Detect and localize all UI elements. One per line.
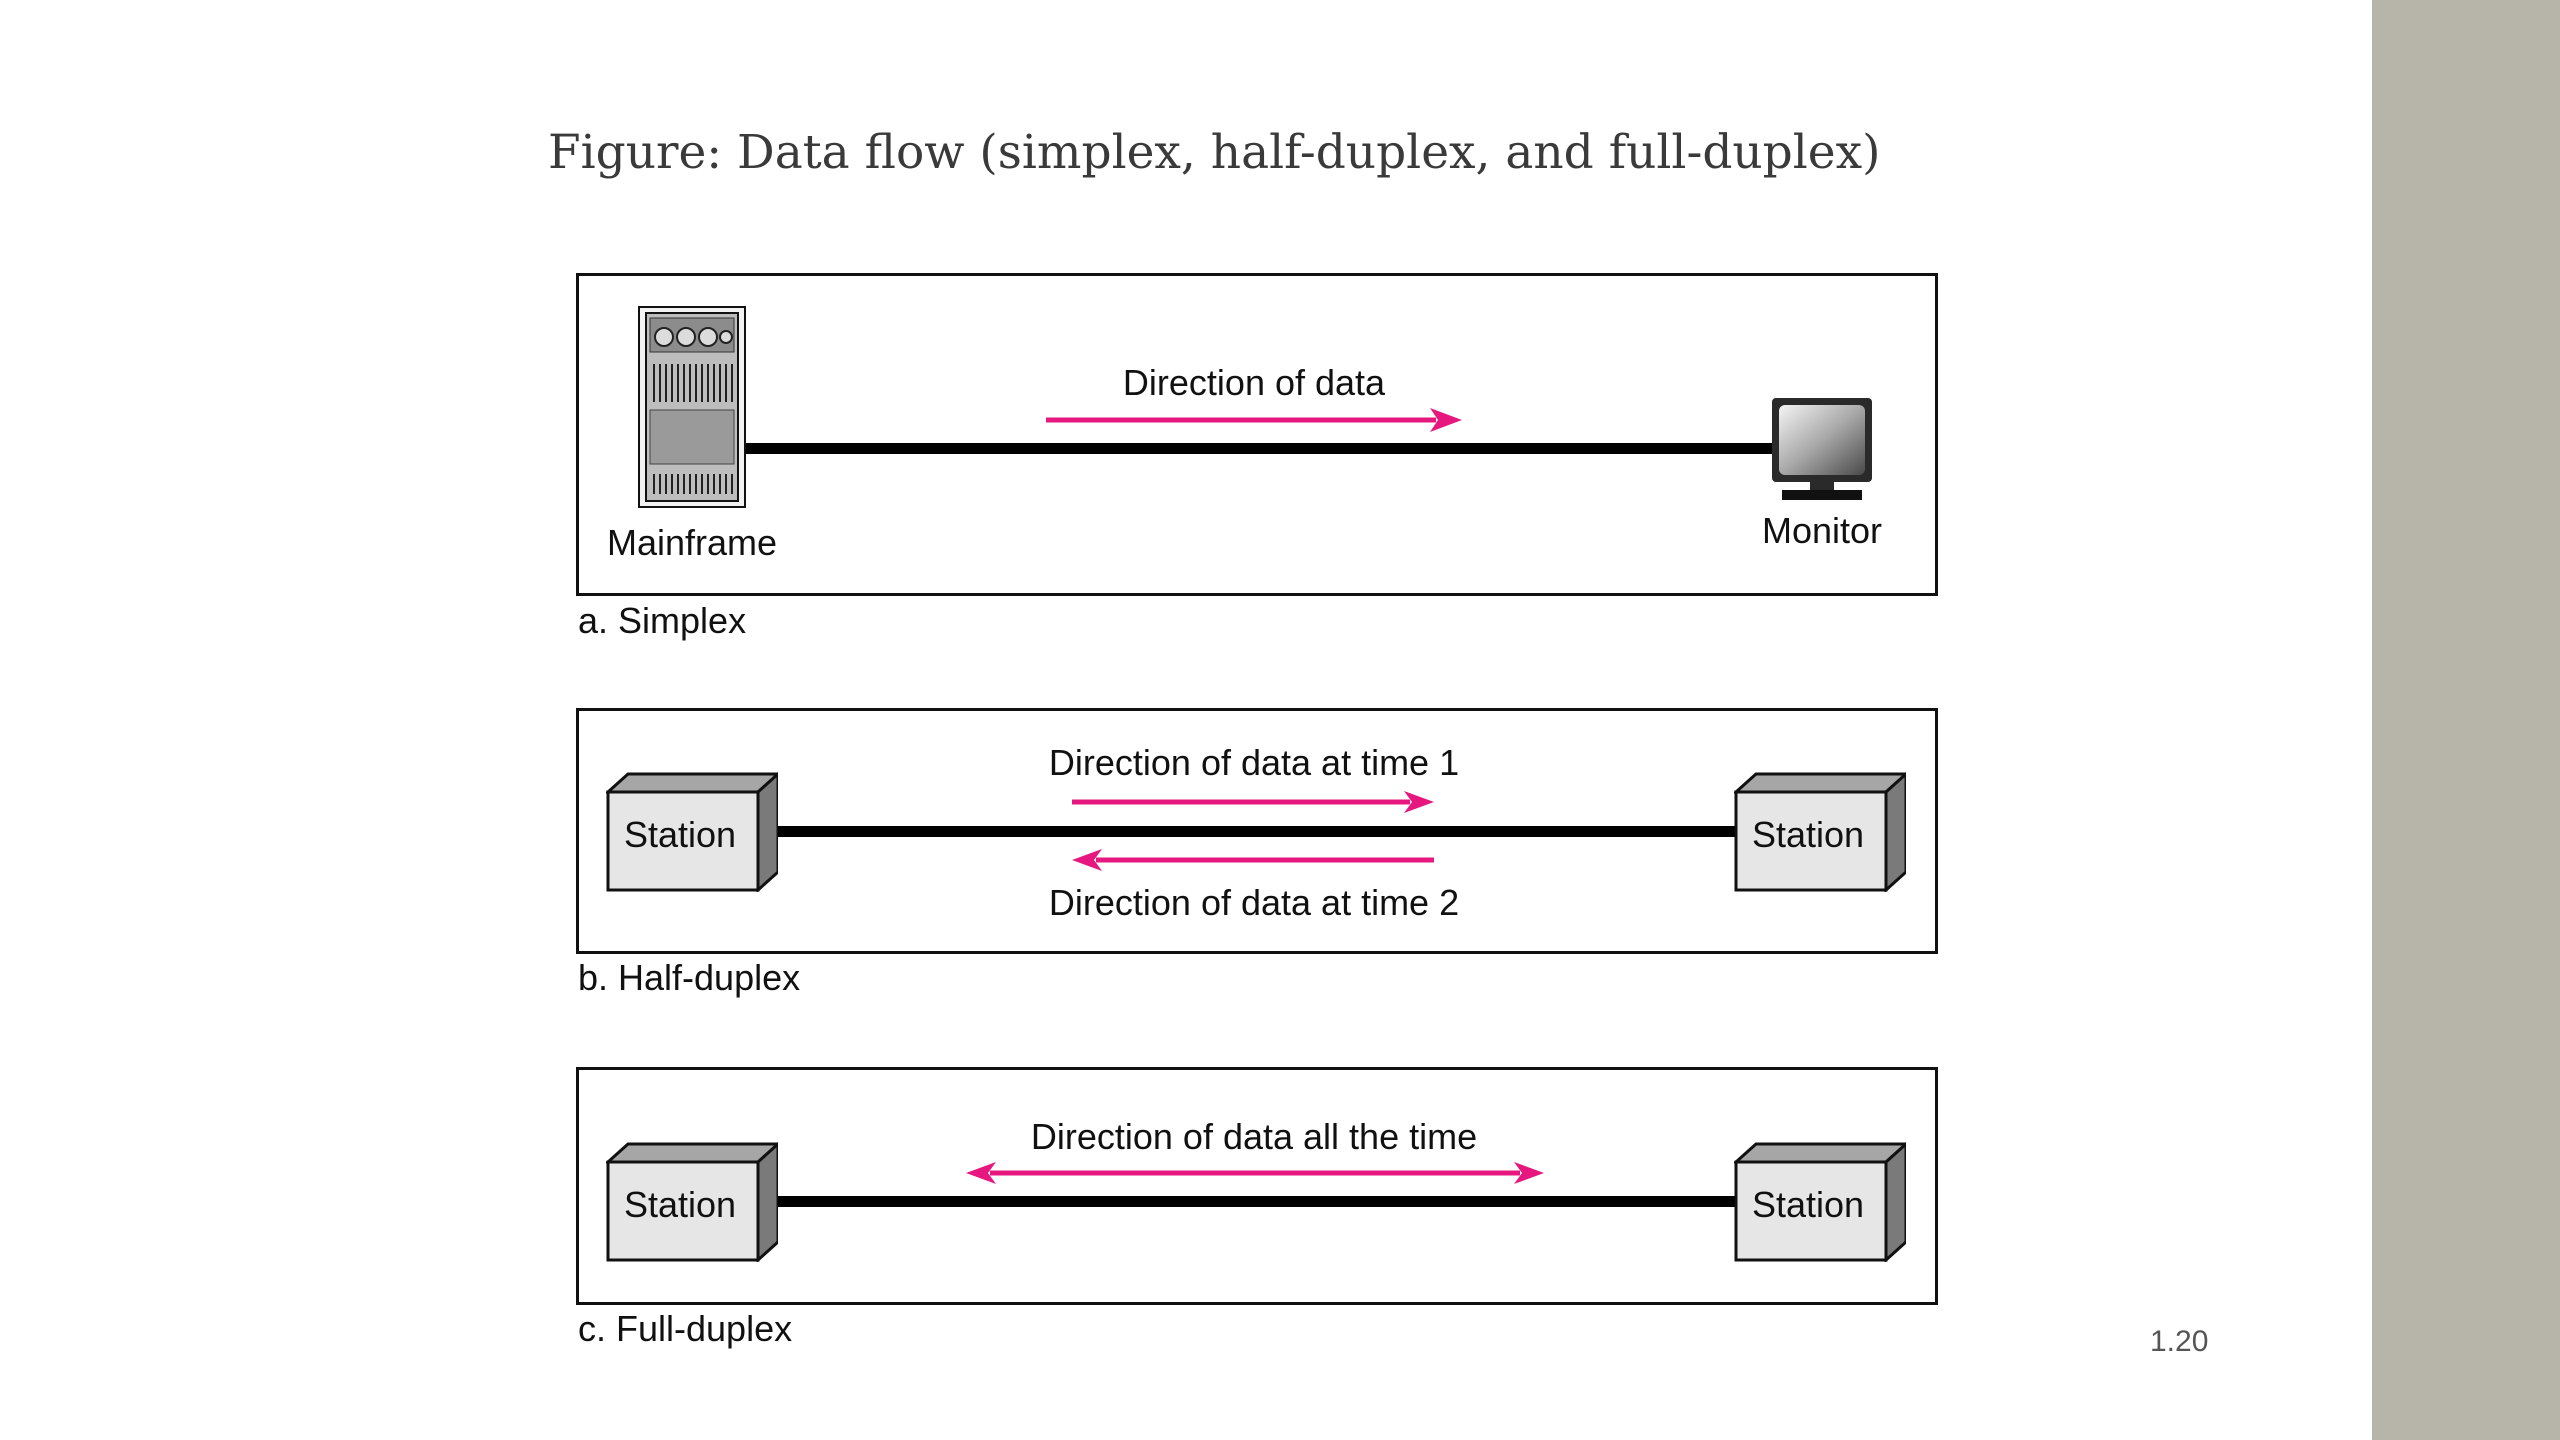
mainframe-label: Mainframe: [606, 522, 778, 563]
page-number: 1.20: [2150, 1325, 2209, 1358]
station-label: Station: [623, 1184, 737, 1225]
station-label: Station: [1751, 814, 1865, 855]
full-duplex-direction-label: Direction of data all the time: [1030, 1116, 1478, 1157]
monitor-label: Monitor: [1761, 510, 1883, 551]
slide-title: Figure: Data flow (simplex, half-duplex,…: [548, 125, 1881, 180]
slide-side-bar: [2372, 0, 2560, 1440]
simplex-link-line: [742, 443, 1774, 454]
full-duplex-right-station: Station: [1734, 1142, 1906, 1262]
half-duplex-time2-label: Direction of data at time 2: [1048, 882, 1460, 923]
simplex-direction-arrow: [1046, 408, 1462, 432]
half-duplex-time1-arrow: [1072, 791, 1434, 813]
full-duplex-link-line: [770, 1196, 1738, 1207]
half-duplex-link-line: [770, 826, 1738, 837]
half-duplex-left-station: Station: [606, 772, 778, 892]
full-duplex-panel: [576, 1067, 1938, 1305]
monitor-icon: [1770, 396, 1874, 504]
half-duplex-right-station: Station: [1734, 772, 1906, 892]
station-label: Station: [623, 814, 737, 855]
simplex-caption: a. Simplex: [578, 600, 747, 641]
mainframe-icon: [638, 306, 746, 508]
half-duplex-time1-label: Direction of data at time 1: [1048, 742, 1460, 783]
full-duplex-caption: c. Full-duplex: [578, 1308, 793, 1349]
half-duplex-caption: b. Half-duplex: [578, 957, 801, 998]
simplex-panel: [576, 273, 1938, 596]
half-duplex-time2-arrow: [1072, 849, 1434, 871]
full-duplex-direction-arrow: [966, 1162, 1544, 1184]
full-duplex-left-station: Station: [606, 1142, 778, 1262]
station-label: Station: [1751, 1184, 1865, 1225]
simplex-direction-label: Direction of data: [1122, 362, 1386, 403]
